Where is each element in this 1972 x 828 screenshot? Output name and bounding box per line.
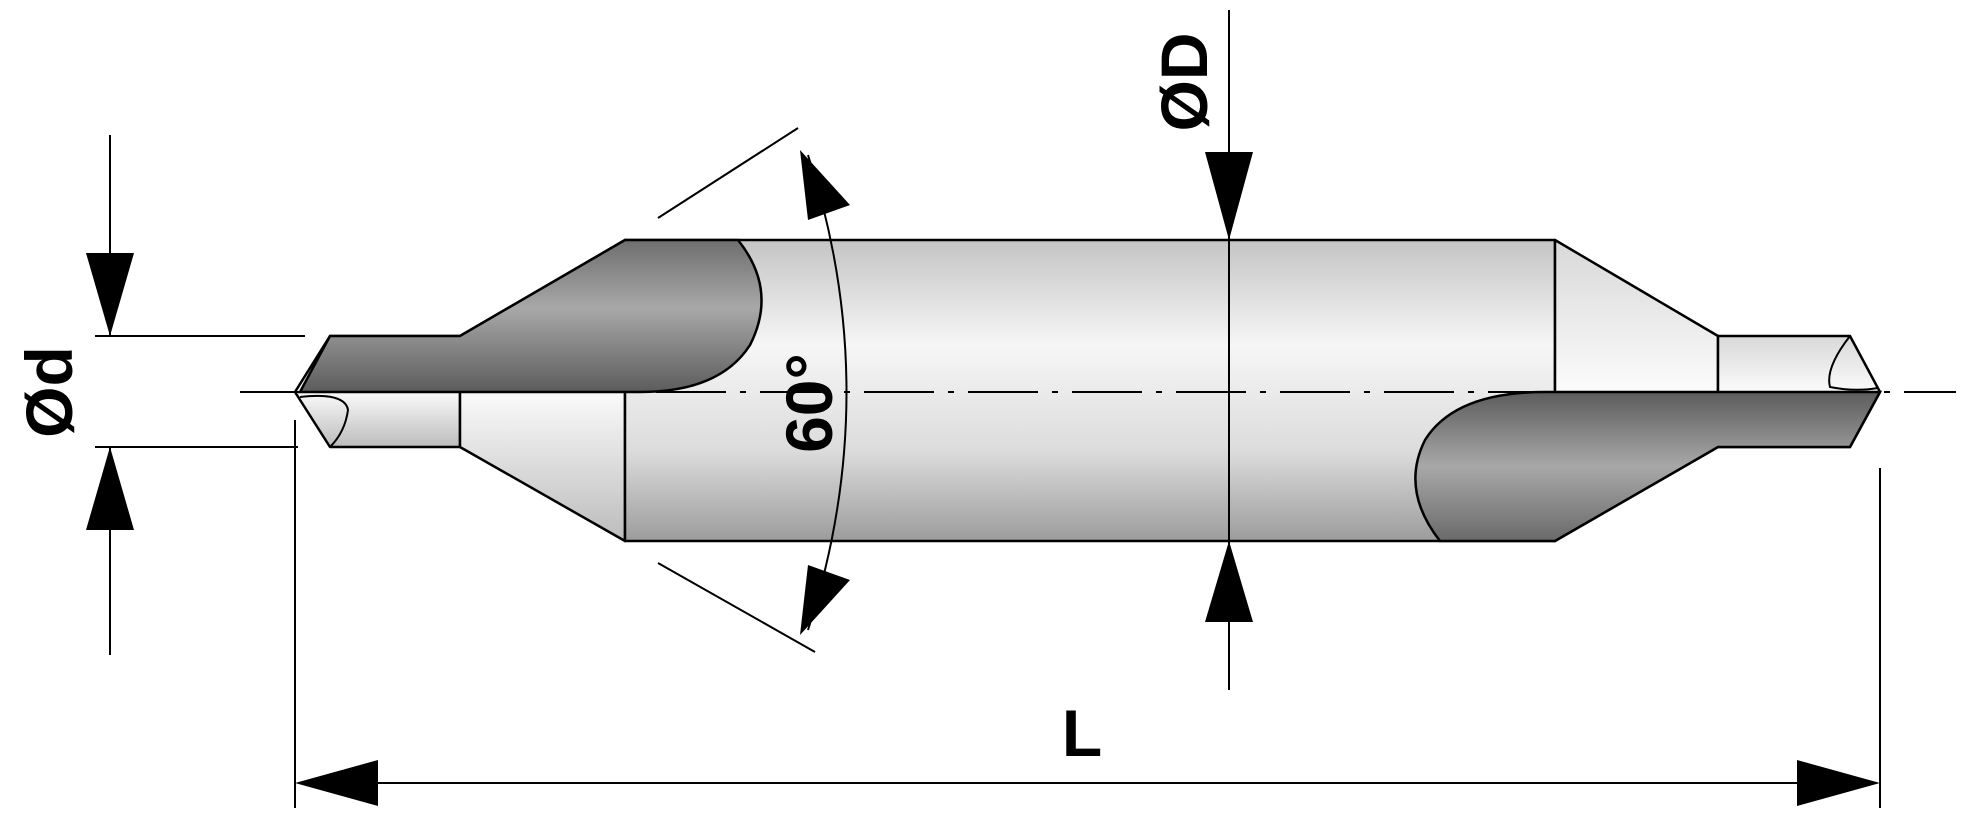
arrow-D-up [1205,541,1253,622]
right-flute [1414,390,1883,543]
angle-arc [807,154,848,631]
dim-length [294,420,1881,808]
flutes [297,238,1883,543]
label-small-diameter: Ød [12,346,86,438]
arrow-d-up [86,447,134,530]
arrow-L-left [295,760,378,806]
arrow-D-down [1205,152,1253,240]
arrow-angle-up [800,150,850,220]
label-length: L [1062,696,1102,770]
tip-details [299,335,1879,448]
left-tip-arc [299,394,350,448]
left-flute [297,238,763,394]
dim-angle [657,127,848,653]
arrow-L-right [1797,760,1880,806]
arrow-angle-down [800,565,850,635]
dim-small-diameter [95,135,305,655]
label-large-diameter: ØD [1147,33,1221,132]
angle-ext-upper [657,127,799,219]
main-cylinder [623,238,1557,543]
arrows-D [1205,152,1253,622]
right-tip-arc [1828,335,1879,391]
arrows-L [295,760,1880,806]
arrows-d [86,253,134,530]
label-angle: 60° [772,353,846,453]
arrow-d-down [86,253,134,336]
angle-ext-lower [657,562,816,653]
arrows-angle [800,150,850,635]
